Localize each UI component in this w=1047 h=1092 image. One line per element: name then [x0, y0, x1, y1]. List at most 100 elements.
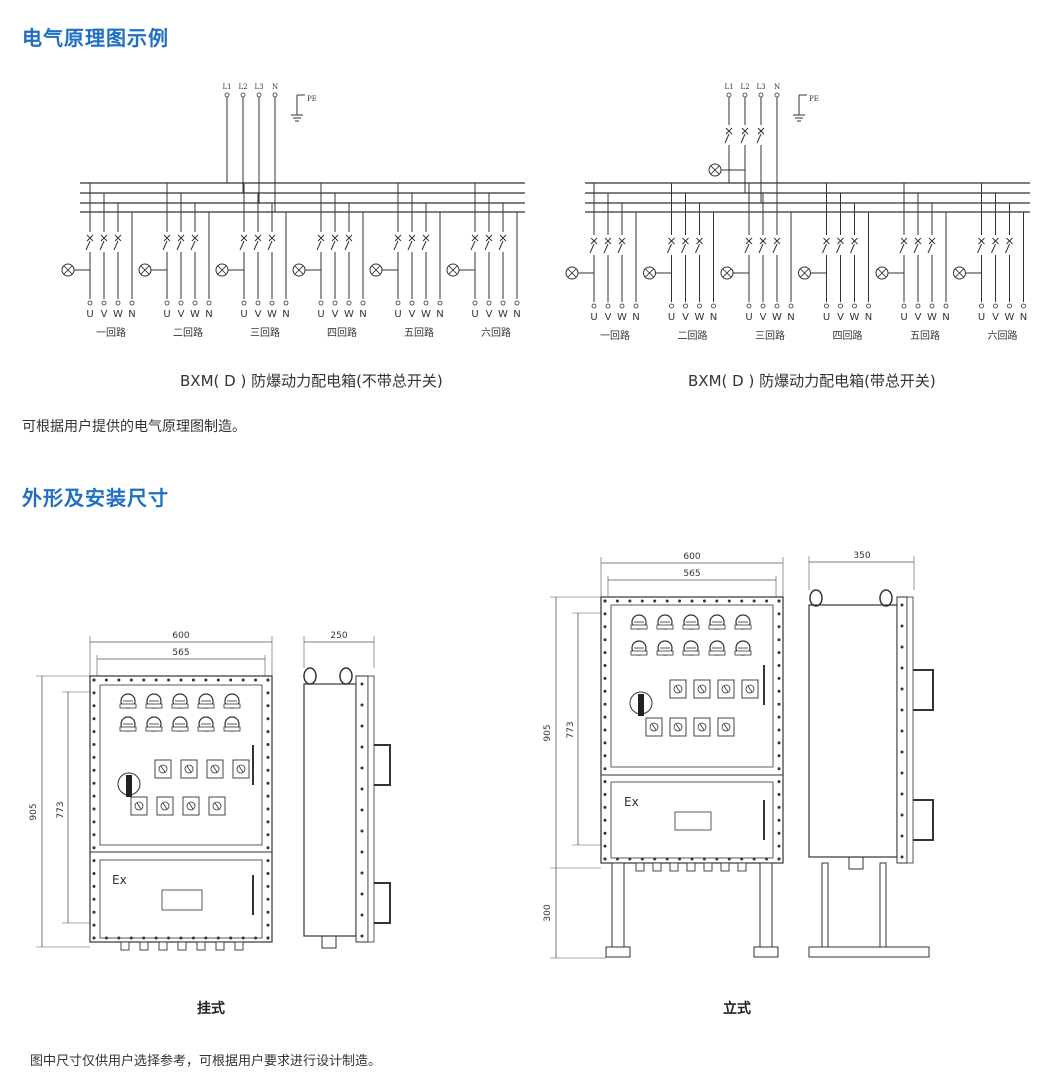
phase-label: L3: [756, 83, 765, 91]
terminal-label: V: [101, 309, 108, 320]
cable-gland-icon: [234, 941, 244, 951]
circuit-label: 二回路: [173, 326, 203, 339]
floor-stand-drawing: 600 565 905 773 300 Ex 350: [543, 551, 934, 959]
terminal-label: U: [471, 309, 478, 320]
terminal-label: U: [978, 312, 985, 323]
terminal-label: U: [745, 312, 752, 323]
section-title-dimensions: 外形及安装尺寸: [22, 486, 169, 510]
pe-label: PE: [809, 95, 819, 103]
terminal-label: N: [436, 309, 443, 320]
terminal-label: V: [605, 312, 612, 323]
terminal-label: W: [190, 309, 200, 320]
terminal-label: U: [240, 309, 247, 320]
terminal-label: W: [498, 309, 508, 320]
cable-gland-icon: [139, 941, 149, 951]
caption-without-main-switch: BXM( D ) 防爆动力配电箱(不带总开关): [180, 372, 443, 390]
phase-label: N: [774, 83, 780, 91]
terminal-label: V: [992, 312, 999, 323]
terminal-label: V: [760, 312, 767, 323]
terminal-label: N: [513, 309, 520, 320]
caption-with-main-switch: BXM( D ) 防爆动力配电箱(带总开关): [688, 372, 936, 390]
cable-gland-icon: [669, 862, 679, 872]
wall-mount-drawing: 600 565 905 773 Ex 250: [29, 631, 391, 951]
dim-width-outer-floor: 600: [683, 552, 700, 562]
terminal-label: V: [486, 309, 493, 320]
terminal-label: V: [915, 312, 922, 323]
dim-width-inner: 565: [172, 648, 189, 658]
terminal-label: W: [344, 309, 354, 320]
dim-height-inner-floor: 773: [566, 721, 576, 738]
terminal-label: V: [255, 309, 262, 320]
terminal-label: W: [267, 309, 277, 320]
dim-width-outer: 600: [172, 631, 189, 641]
terminal-label: V: [178, 309, 185, 320]
phase-label: L1: [724, 83, 733, 91]
dim-depth-wall: 250: [330, 631, 347, 641]
terminal-label: U: [823, 312, 830, 323]
terminal-label: N: [1020, 312, 1027, 323]
cable-gland-icon: [720, 862, 730, 872]
terminal-label: N: [787, 312, 794, 323]
terminal-label: V: [682, 312, 689, 323]
dim-height-outer: 905: [29, 803, 39, 820]
circuit-label: 二回路: [678, 329, 708, 342]
dim-depth-floor: 350: [853, 551, 870, 561]
circuit-label: 五回路: [910, 329, 940, 342]
note-dimensions: 图中尺寸仅供用户选择参考，可根据用户要求进行设计制造。: [30, 1054, 382, 1069]
terminal-label: W: [113, 309, 123, 320]
circuit-label: 六回路: [988, 329, 1018, 342]
circuit-label: 三回路: [250, 326, 280, 339]
ex-mark-wall: Ex: [112, 873, 127, 887]
phase-label: L1: [222, 83, 231, 91]
terminal-label: W: [1005, 312, 1015, 323]
section-title-schematic: 电气原理图示例: [22, 26, 169, 50]
dim-height-outer-floor: 905: [543, 724, 553, 741]
terminal-label: V: [409, 309, 416, 320]
circuit-label: 三回路: [755, 329, 785, 342]
terminal-label: N: [865, 312, 872, 323]
terminal-label: U: [163, 309, 170, 320]
note-custom-schematic: 可根据用户提供的电气原理图制造。: [22, 419, 246, 435]
cable-gland-icon: [652, 862, 662, 872]
cable-gland-icon: [158, 941, 168, 951]
terminal-label: U: [668, 312, 675, 323]
circuit-label: 五回路: [404, 326, 434, 339]
terminal-label: W: [617, 312, 627, 323]
cable-gland-icon: [215, 941, 225, 951]
cable-gland-icon: [703, 862, 713, 872]
terminal-label: U: [590, 312, 597, 323]
terminal-label: N: [359, 309, 366, 320]
cable-gland-icon: [120, 941, 130, 951]
terminal-label: W: [421, 309, 431, 320]
label-floor-stand: 立式: [723, 1001, 751, 1017]
terminal-label: N: [942, 312, 949, 323]
phase-label: L2: [238, 83, 247, 91]
terminal-label: W: [927, 312, 937, 323]
circuit-label: 四回路: [327, 326, 357, 339]
circuit-label: 一回路: [600, 329, 630, 342]
phase-label: N: [272, 83, 278, 91]
terminal-label: U: [86, 309, 93, 320]
terminal-label: W: [695, 312, 705, 323]
terminal-label: N: [128, 309, 135, 320]
circuit-label: 六回路: [481, 326, 511, 339]
ex-mark-floor: Ex: [624, 795, 639, 809]
cable-gland-icon: [177, 941, 187, 951]
terminal-label: N: [710, 312, 717, 323]
cable-gland-icon: [635, 862, 645, 872]
dim-width-inner-floor: 565: [683, 569, 700, 579]
phase-label: L2: [740, 83, 749, 91]
phase-label: L3: [254, 83, 263, 91]
terminal-label: U: [394, 309, 401, 320]
circuit-label: 四回路: [833, 329, 863, 342]
terminal-label: W: [850, 312, 860, 323]
terminal-label: N: [205, 309, 212, 320]
pe-label: PE: [307, 95, 317, 103]
label-wall-mount: 挂式: [197, 1001, 225, 1017]
terminal-label: U: [900, 312, 907, 323]
terminal-label: N: [632, 312, 639, 323]
terminal-label: V: [837, 312, 844, 323]
terminal-label: U: [317, 309, 324, 320]
